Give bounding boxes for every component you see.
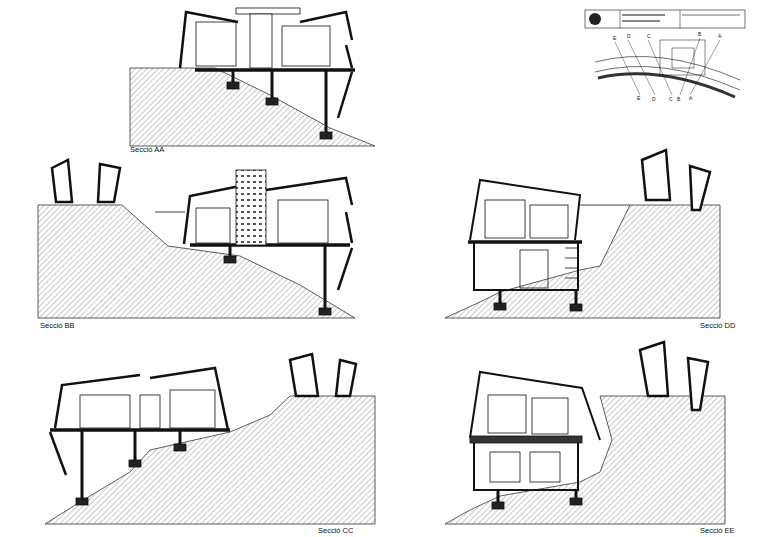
section-marker: D xyxy=(651,97,657,102)
section-caption: Secció AA xyxy=(130,146,164,154)
section-marker: C xyxy=(646,34,652,39)
section-marker: A xyxy=(688,96,693,101)
section-marker: B xyxy=(697,32,702,37)
section-marker: E xyxy=(612,36,617,41)
section-caption: Secció BB xyxy=(40,322,75,330)
section-marker: C xyxy=(668,97,674,102)
section-marker: D xyxy=(626,34,632,39)
section-marker: E xyxy=(636,96,641,101)
section-caption: Secció CC xyxy=(318,527,353,535)
section-marker: A xyxy=(717,34,722,39)
section-caption: Secció DD xyxy=(700,322,735,330)
section-caption: Secció EE xyxy=(700,527,735,535)
section-marker: B xyxy=(676,97,681,102)
